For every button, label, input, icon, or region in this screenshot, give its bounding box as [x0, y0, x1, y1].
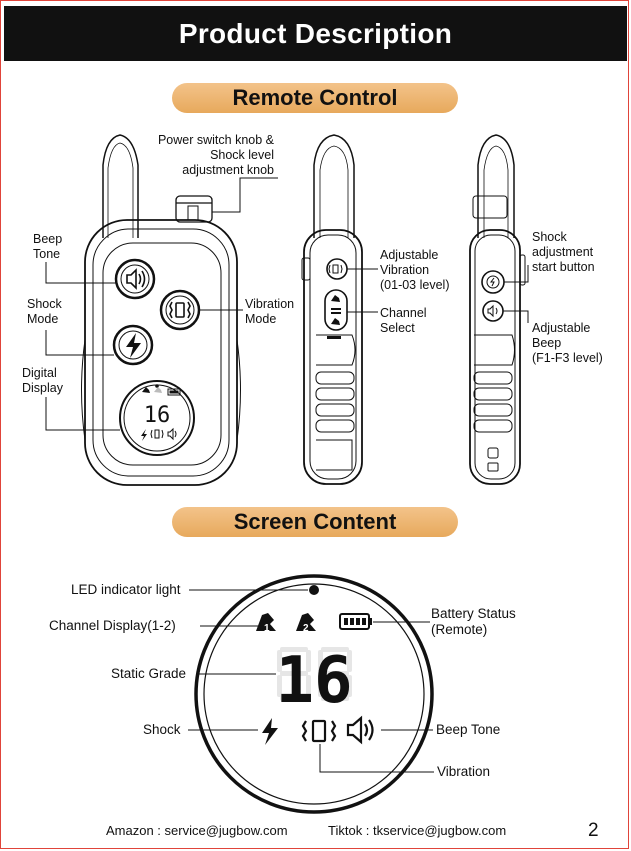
screen-leader-lines: [188, 589, 434, 773]
remote-mini-display: 16: [141, 384, 181, 441]
label-led-indicator: LED indicator light: [71, 582, 181, 597]
remote-front-view: [81, 134, 241, 486]
shock-button-icon: [126, 333, 141, 358]
channel-1-icon: 1: [256, 613, 276, 634]
label-vibration: Vibration: [437, 764, 491, 779]
shock-icon: [262, 718, 278, 745]
remote-side-view-right: [469, 134, 526, 485]
label-shock-mode: Shock Mode: [27, 297, 62, 326]
label-power-knob: Power switch knob & Shock level adjustme…: [157, 133, 274, 177]
page-title: Product Description: [178, 17, 453, 49]
footer-tiktok-contact: Tiktok : tkservice@jugbow.com: [328, 823, 507, 838]
label-channel-display: Channel Display(1-2): [49, 618, 176, 633]
label-vibration-mode: Vibration Mode: [245, 297, 295, 326]
svg-text:1: 1: [264, 623, 270, 634]
beep-button-icon: [126, 268, 146, 290]
label-battery-status: Battery Status (Remote): [431, 606, 516, 637]
section-remote-control-title: Remote Control: [232, 85, 398, 110]
side-vibration-button-icon: [328, 264, 343, 274]
remote-side-view-left: [301, 134, 363, 485]
page-number: 2: [588, 820, 599, 841]
label-adjustable-vibration: Adjustable Vibration (01-03 level): [380, 248, 450, 292]
label-channel-select: Channel Select: [380, 306, 427, 335]
section-screen-content: Screen Content: [172, 507, 458, 537]
channel-2-icon: 2: [296, 613, 316, 634]
label-beep-tone-screen: Beep Tone: [436, 722, 501, 737]
page-header: Product Description: [4, 6, 627, 61]
battery-icon: [339, 613, 372, 630]
remote-leader-lines: [45, 177, 529, 431]
label-adjustable-beep: Adjustable Beep (F1-F3 level): [532, 321, 603, 365]
shock-start-button-icon: [486, 275, 500, 289]
side-beep-button-icon: [487, 304, 498, 318]
label-shock-start-button: Shock adjustment start button: [532, 230, 595, 274]
remote-display-digits: 16: [144, 403, 171, 428]
svg-text:2: 2: [303, 623, 309, 634]
static-grade-ghost-segments: [277, 647, 352, 701]
static-grade-digits: 16: [275, 644, 352, 718]
vibration-button-icon: [169, 301, 191, 319]
led-indicator-dot: [309, 585, 319, 595]
label-shock: Shock: [143, 722, 181, 737]
vibration-icon: [301, 719, 337, 743]
channel-select-icon: [331, 295, 341, 325]
section-remote-control: Remote Control: [172, 83, 458, 113]
beep-tone-icon: [346, 715, 374, 745]
large-screen-view: [194, 574, 434, 814]
footer-amazon-contact: Amazon : service@jugbow.com: [106, 823, 288, 838]
section-screen-content-title: Screen Content: [233, 509, 397, 534]
label-digital-display: Digital Display: [22, 366, 63, 395]
label-static-grade: Static Grade: [111, 666, 187, 681]
label-beep-tone: Beep Tone: [33, 232, 63, 261]
